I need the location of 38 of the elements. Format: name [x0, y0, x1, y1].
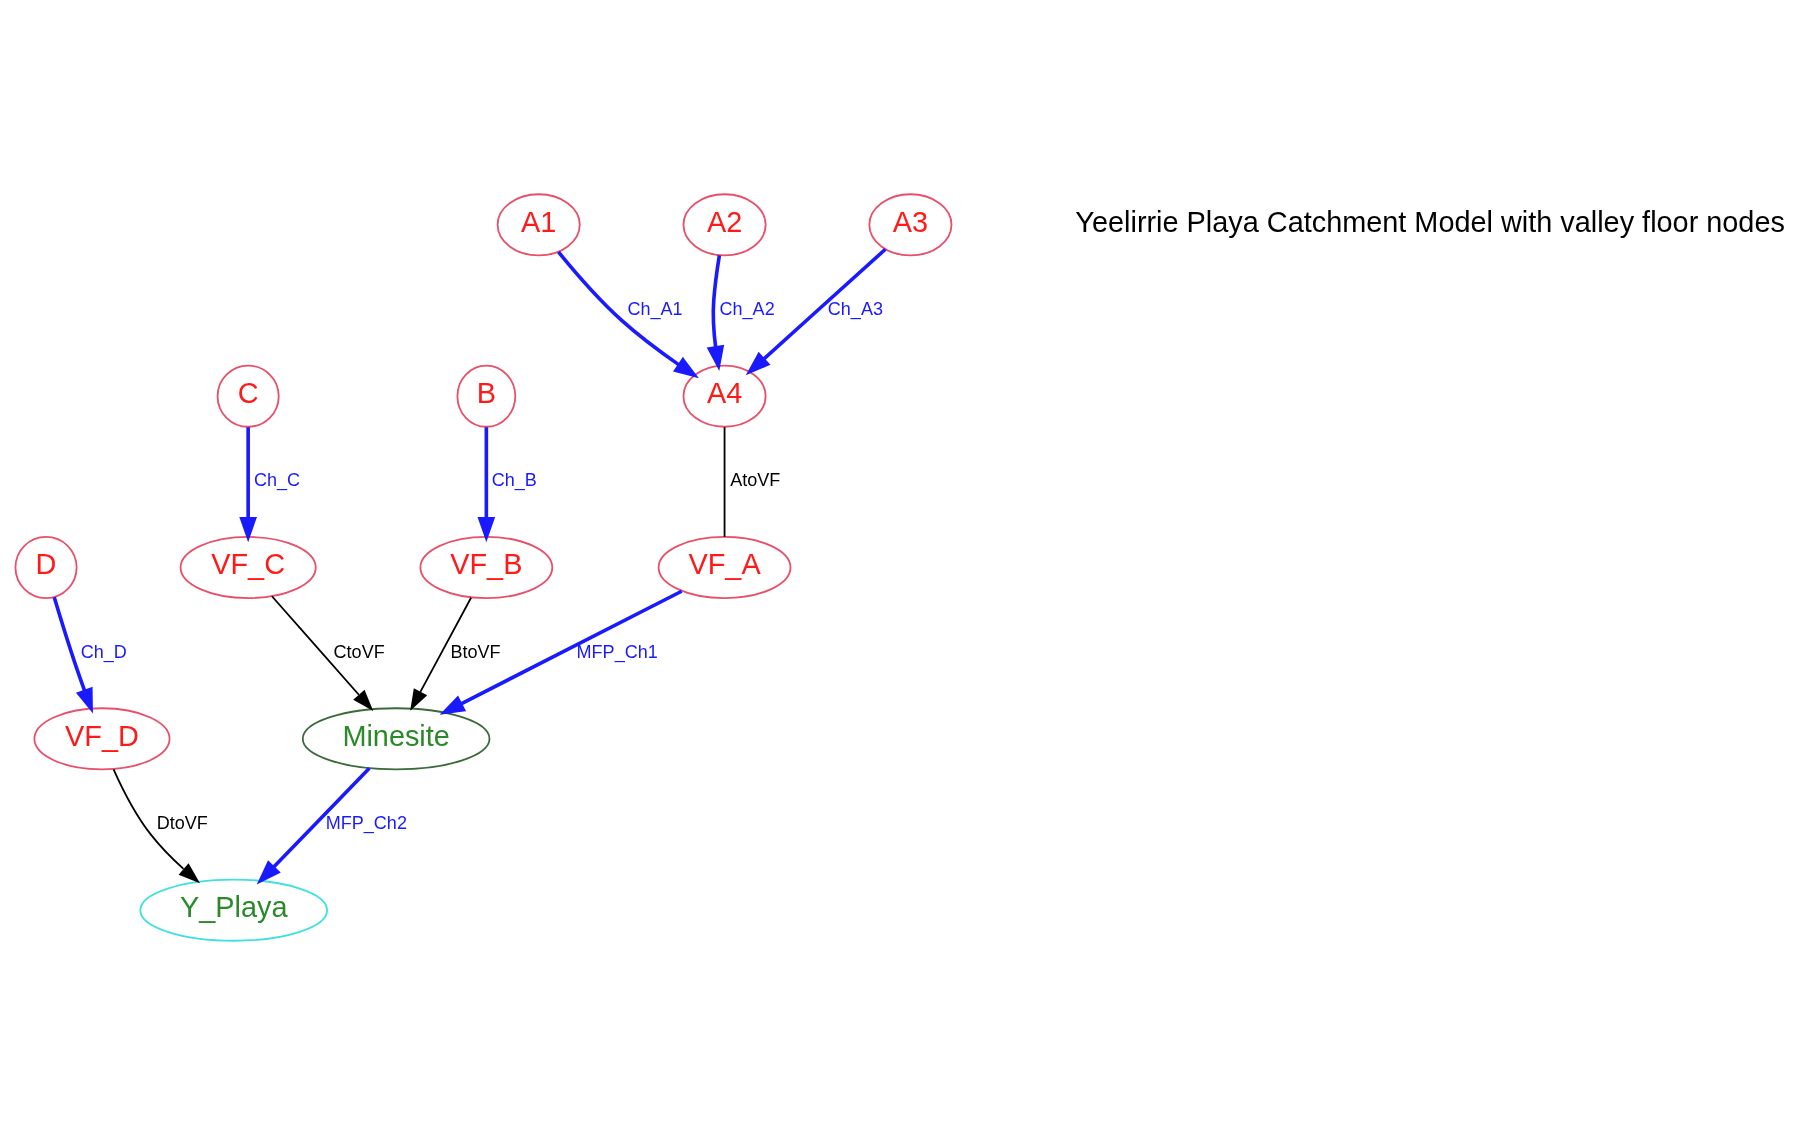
arrow [112, 768, 200, 884]
node-circle: D [14, 536, 78, 599]
edge-label: CtoVF [333, 641, 385, 662]
node-ellipse: A1 [496, 193, 581, 257]
node-ellipse: VF_D [33, 707, 171, 771]
node-ellipse: Y_Playa [139, 878, 328, 942]
edge-label: Ch_A2 [719, 299, 775, 320]
node-circle: B [456, 364, 517, 428]
node-ellipse: A3 [868, 193, 953, 257]
arrow [706, 255, 725, 372]
arrow [52, 596, 93, 714]
edge-label: DtoVF [156, 813, 208, 834]
node-ellipse: Minesite [301, 707, 491, 771]
arrow [745, 247, 887, 376]
edge-label: Ch_C [253, 470, 301, 491]
connector [723, 426, 726, 538]
edge-label: BtoVF [450, 641, 501, 662]
arrow [439, 589, 683, 715]
arrow [557, 250, 699, 379]
node-ellipse: VF_C [179, 536, 317, 599]
node-ellipse: VF_B [419, 536, 554, 599]
node-ellipse: A2 [682, 193, 767, 257]
edge-label: MFP_Ch2 [325, 813, 407, 834]
node-ellipse: A4 [682, 364, 767, 428]
edge-label: AtoVF [730, 470, 781, 491]
arrow [271, 595, 374, 712]
arrow [256, 767, 371, 885]
arrow [410, 596, 472, 711]
edge-label: Ch_A3 [827, 299, 883, 320]
node-ellipse: VF_A [657, 536, 792, 599]
edge-label: Ch_B [491, 470, 537, 491]
arrow [239, 427, 257, 543]
edge-label: Ch_A1 [627, 299, 683, 320]
label: Yeelirrie Playa Catchment Model with valley floor nodes [1075, 205, 1785, 238]
arrow [477, 427, 496, 543]
edge-label: Ch_D [80, 641, 127, 662]
edge-label: MFP_Ch1 [576, 641, 658, 662]
node-circle: C [216, 364, 280, 428]
